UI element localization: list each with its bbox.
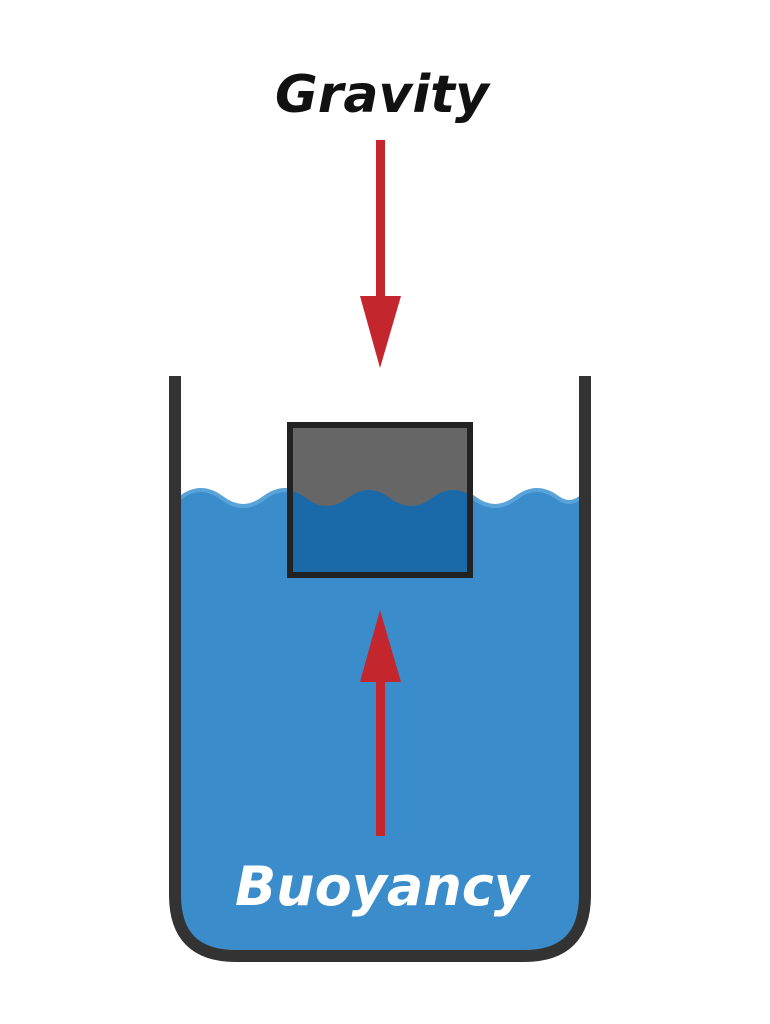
gravity-label: Gravity [275,65,491,125]
floating-block-outline [287,422,473,578]
buoyancy-label: Buoyancy [235,855,532,918]
buoyancy-arrow [360,610,401,836]
container-wall [169,376,591,962]
gravity-arrow [360,140,401,368]
